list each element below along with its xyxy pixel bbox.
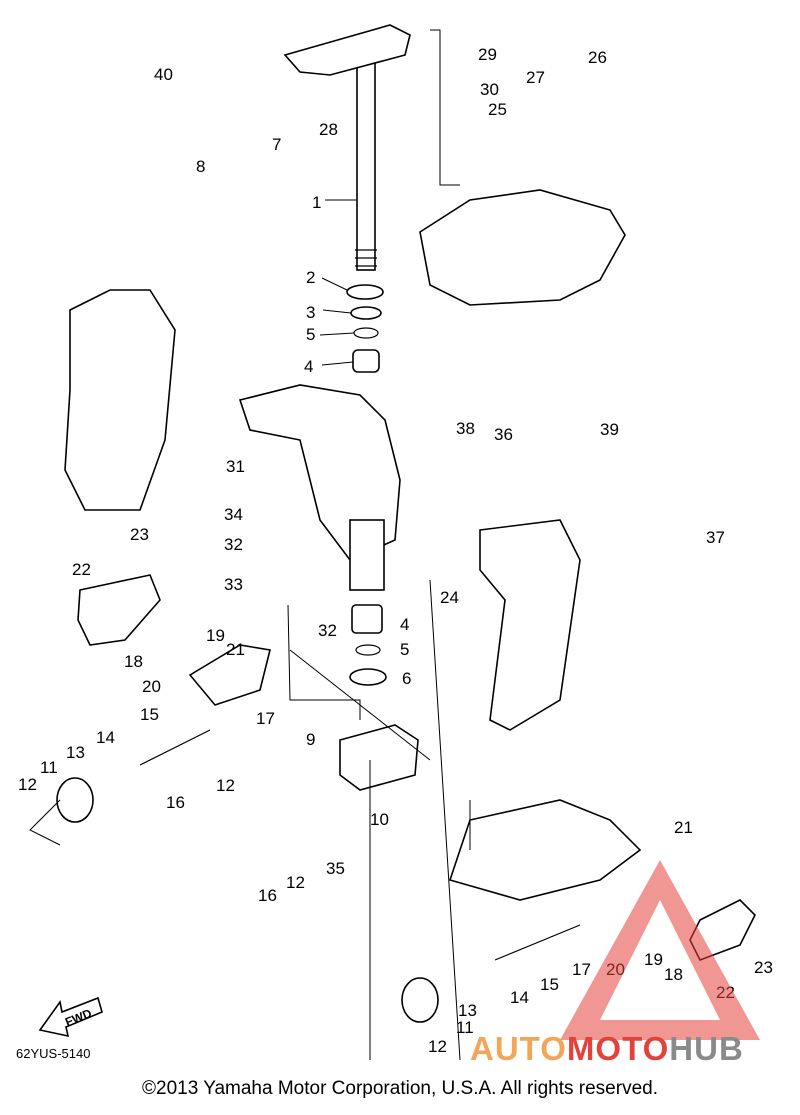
callout-label: 32 <box>318 621 337 640</box>
callout-label: 15 <box>540 975 559 994</box>
callout-label: 12 <box>216 776 235 795</box>
callout-label: 21 <box>674 818 693 837</box>
callout-label: 13 <box>458 1001 477 1020</box>
part-bracket-plate <box>188 644 271 706</box>
callout-label: 33 <box>224 575 243 594</box>
callout-label: 17 <box>572 960 591 979</box>
callout-label: 4 <box>400 615 409 634</box>
callout-label: 25 <box>488 100 507 119</box>
callout-label: 26 <box>588 48 607 67</box>
part-bushing <box>352 349 380 373</box>
callout-label: 4 <box>304 357 313 376</box>
part-shaft-housing <box>349 519 385 591</box>
callout-label: 38 <box>456 419 475 438</box>
callout-label: 19 <box>644 950 663 969</box>
callout-label: 27 <box>526 68 545 87</box>
watermark-text-3: HUB <box>669 1030 744 1067</box>
callout-label: 3 <box>306 303 315 322</box>
callout-label: 22 <box>72 560 91 579</box>
callout-label: 14 <box>96 728 115 747</box>
callout-label: 16 <box>166 793 185 812</box>
watermark-logo <box>560 860 760 1040</box>
steering-shaft <box>283 24 411 271</box>
callout-label: 13 <box>66 743 85 762</box>
callout-label: 19 <box>206 626 225 645</box>
part-swivel-bracket <box>238 384 401 561</box>
callout-label: 16 <box>258 886 277 905</box>
callout-label: 29 <box>478 45 497 64</box>
callout-label: 12 <box>18 775 37 794</box>
callout-label: 12 <box>428 1037 447 1056</box>
callout-label: 8 <box>196 157 205 176</box>
callout-label: 12 <box>286 873 305 892</box>
part-clamp-bracket-left <box>64 289 176 511</box>
callout-label: 9 <box>306 730 315 749</box>
part-bushing-lower <box>351 604 383 634</box>
callout-label: 24 <box>440 588 459 607</box>
callout-label: 14 <box>510 988 529 1007</box>
part-cover-left <box>77 574 161 646</box>
part-seal <box>349 668 387 686</box>
part-bolt-long <box>494 924 581 961</box>
part-clamp-bracket-right <box>479 519 581 731</box>
watermark-text-2: MOTO <box>566 1030 670 1067</box>
callout-label: 10 <box>370 810 389 829</box>
part-washer <box>346 284 384 300</box>
callout-label: 2 <box>306 268 315 287</box>
part-oring-lower <box>355 644 381 656</box>
callout-label: 37 <box>706 528 725 547</box>
part-mount-rubber <box>56 777 94 823</box>
callout-label: 32 <box>224 535 243 554</box>
part-bolt-long <box>139 729 211 766</box>
part-lower-case <box>448 799 642 901</box>
watermark: AUTOMOTOHUB <box>470 1030 792 1067</box>
callout-label: 34 <box>224 505 243 524</box>
callout-label: 20 <box>142 677 161 696</box>
part-bottom-cowling <box>419 189 626 306</box>
callout-label: 11 <box>40 758 58 777</box>
callout-label: 5 <box>306 325 315 344</box>
callout-label: 18 <box>124 652 143 671</box>
callout-label: 17 <box>256 709 275 728</box>
copyright-text: ©2013 Yamaha Motor Corporation, U.S.A. A… <box>142 1078 658 1099</box>
callout-label: 30 <box>480 80 499 99</box>
fwd-arrow: FWD <box>38 996 103 1038</box>
part-oring <box>353 327 379 339</box>
part-mount-bracket <box>339 724 419 791</box>
part-washer <box>350 306 382 320</box>
callout-label: 23 <box>130 525 149 544</box>
part-mount-rubber <box>401 977 439 1023</box>
callout-label: 1 <box>312 193 321 212</box>
callout-label: 39 <box>600 420 619 439</box>
callout-label: 28 <box>319 120 338 139</box>
callout-label: 40 <box>154 65 173 84</box>
callout-label: 21 <box>226 640 245 659</box>
callout-label: 36 <box>494 425 513 444</box>
callout-label: 15 <box>140 705 159 724</box>
callout-label: 11 <box>456 1018 474 1037</box>
callout-label: 23 <box>754 958 773 977</box>
callout-label: 18 <box>664 965 683 984</box>
callout-label: 31 <box>226 457 245 476</box>
watermark-text-1: AUTO <box>470 1030 567 1067</box>
callout-label: 5 <box>400 640 409 659</box>
diagram-code: 62YUS-5140 <box>16 1046 91 1061</box>
callout-label: 7 <box>272 135 281 154</box>
callout-label: 35 <box>326 859 345 878</box>
callout-label: 6 <box>402 669 411 688</box>
